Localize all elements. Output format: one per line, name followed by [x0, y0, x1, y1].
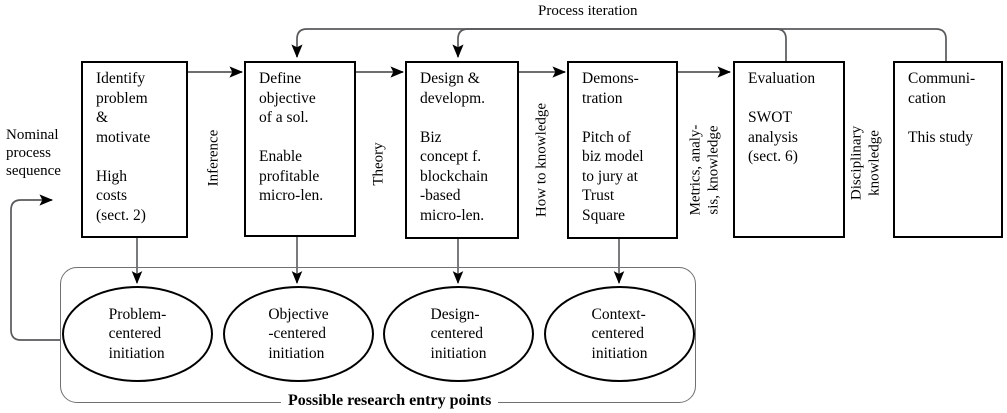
stage-box-evaluation[interactable]: Evaluation SWOT analysis (sect. 6)	[733, 61, 845, 238]
connector-label-disciplinary-knowledge: Disciplinary knowledge	[848, 125, 883, 201]
entry-point-label-design-centered: Design- centered initiation	[430, 305, 487, 362]
entry-point-label-context-centered: Context- centered initiation	[591, 305, 648, 362]
entry-points-caption: Possible research entry points	[281, 392, 499, 410]
stage-title-evaluation: Evaluation	[748, 70, 816, 87]
stage-box-demonstration[interactable]: Demons- tration Pitch of biz model to ju…	[567, 61, 678, 239]
stage-box-define-objective[interactable]: Define objective of a sol. Enable profit…	[244, 61, 356, 237]
stage-detail-evaluation: SWOT analysis (sect. 6)	[748, 109, 798, 165]
nominal-process-sequence-label: Nominal process sequence	[6, 127, 61, 179]
stage-detail-communication: This study	[908, 128, 974, 146]
entry-point-context-centered[interactable]: Context- centered initiation	[544, 286, 695, 382]
stage-title-communication: Communi- cation	[908, 70, 976, 107]
stage-box-identify-problem[interactable]: Identify problem & motivate High costs (…	[81, 61, 188, 238]
stage-title-demonstration: Demons- tration	[582, 70, 639, 107]
stage-title-design-development: Design & developm.	[420, 70, 485, 107]
stage-title-define-objective: Define objective of a sol.	[259, 70, 316, 126]
process-iteration-label: Process iteration	[538, 3, 638, 19]
entry-point-design-centered[interactable]: Design- centered initiation	[383, 286, 534, 382]
entry-point-label-objective-centered: Objective -centered initiation	[268, 305, 329, 362]
stage-title-identify-problem: Identify problem & motivate	[96, 70, 151, 146]
stage-detail-design-development: Biz concept f. blockchain -based micro-l…	[420, 128, 489, 224]
entry-point-label-problem-centered: Problem- centered initiation	[108, 305, 167, 362]
connector-label-how-to-knowledge: How to knowledge	[533, 102, 550, 218]
stage-detail-identify-problem: High costs (sect. 2)	[96, 167, 146, 224]
connector-label-metrics-analysis-knowledge: Metrics, analy- sis, knowledge	[687, 124, 722, 216]
stage-detail-define-objective: Enable profitable micro-len.	[259, 148, 324, 204]
entry-point-objective-centered[interactable]: Objective -centered initiation	[223, 286, 374, 382]
stage-box-communication[interactable]: Communi- cation This study	[893, 61, 1003, 238]
stage-detail-demonstration: Pitch of biz model to jury at Trust Squa…	[582, 128, 644, 224]
connector-label-inference: Inference	[205, 129, 222, 187]
iteration-path-from-communication	[291, 28, 947, 61]
stage-box-design-development[interactable]: Design & developm. Biz concept f. blockc…	[405, 61, 519, 239]
iteration-path-from-evaluation	[452, 28, 787, 61]
nominal-sequence-path	[10, 194, 60, 341]
connector-label-theory: Theory	[370, 142, 387, 186]
entry-point-problem-centered[interactable]: Problem- centered initiation	[62, 286, 213, 382]
